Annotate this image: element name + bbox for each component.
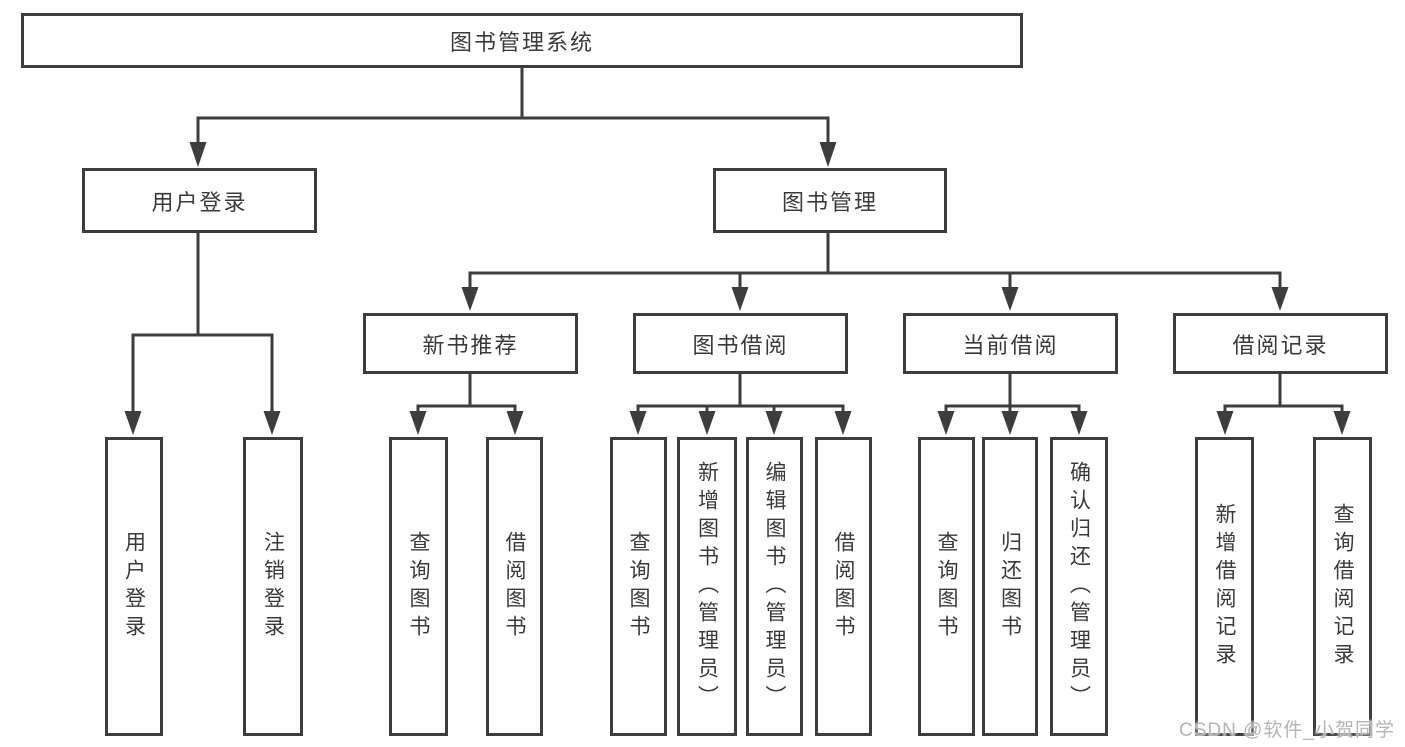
leaf-bb-add-books-admin: 新增图书（管理员） — [677, 437, 737, 736]
arrow-down-icon — [124, 411, 142, 435]
node-book-management-label: 图书管理 — [781, 189, 878, 215]
arrow-down-icon — [629, 411, 647, 435]
node-new-book-recommend-label: 新书推荐 — [422, 332, 519, 358]
node-current-borrowing-label: 当前借阅 — [962, 332, 1059, 358]
leaf-nbr-query-books-label: 查询图书 — [407, 530, 430, 643]
leaf-bb-borrow-books: 借阅图书 — [815, 437, 872, 736]
node-root: 图书管理系统 — [21, 13, 1023, 68]
leaf-nbr-borrow-books: 借阅图书 — [486, 437, 543, 736]
leaf-nbr-borrow-books-label: 借阅图书 — [503, 530, 526, 643]
leaf-cb-confirm-return-admin-label: 确认归还（管理员） — [1067, 460, 1091, 713]
arrow-down-icon — [1333, 411, 1351, 435]
leaf-logout: 注销登录 — [243, 437, 303, 736]
leaf-bb-add-books-admin-label: 新增图书（管理员） — [695, 460, 719, 713]
node-user-login: 用户登录 — [82, 168, 317, 233]
arrow-down-icon — [698, 411, 716, 435]
node-user-login-label: 用户登录 — [151, 189, 248, 215]
arrow-down-icon — [189, 142, 207, 167]
arrow-down-icon — [263, 411, 281, 435]
arrow-down-icon — [506, 411, 524, 435]
leaf-bb-borrow-books-label: 借阅图书 — [832, 530, 855, 643]
leaf-logout-label: 注销登录 — [261, 530, 285, 643]
arrow-down-icon — [819, 142, 837, 167]
node-book-management: 图书管理 — [713, 168, 947, 233]
leaf-cb-query-books: 查询图书 — [918, 437, 975, 736]
leaf-cb-confirm-return-admin: 确认归还（管理员） — [1050, 437, 1108, 736]
watermark: CSDN @软件_小贺同学 — [1179, 720, 1395, 741]
leaf-bb-edit-books-admin-label: 编辑图书（管理员） — [763, 460, 786, 713]
leaf-cb-return-books: 归还图书 — [982, 437, 1038, 736]
arrow-down-icon — [1001, 287, 1019, 311]
leaf-br-query-record: 查询借阅记录 — [1313, 437, 1372, 736]
node-borrowing-records-label: 借阅记录 — [1232, 332, 1329, 358]
arrow-down-icon — [1216, 411, 1234, 435]
arrow-down-icon — [731, 287, 749, 311]
leaf-nbr-query-books: 查询图书 — [389, 437, 448, 736]
node-new-book-recommend: 新书推荐 — [363, 313, 578, 374]
leaf-user-login-label: 用户登录 — [122, 530, 146, 643]
leaf-bb-query-books: 查询图书 — [610, 437, 667, 736]
arrow-down-icon — [1271, 287, 1289, 311]
node-current-borrowing: 当前借阅 — [903, 313, 1118, 374]
arrow-down-icon — [834, 411, 852, 435]
node-book-borrowing-label: 图书借阅 — [692, 332, 789, 358]
leaf-br-add-record: 新增借阅记录 — [1195, 437, 1254, 736]
node-book-borrowing: 图书借阅 — [633, 313, 848, 374]
leaf-bb-edit-books-admin: 编辑图书（管理员） — [746, 437, 803, 736]
arrow-down-icon — [937, 411, 955, 435]
leaf-cb-query-books-label: 查询图书 — [935, 530, 958, 643]
arrow-down-icon — [765, 411, 783, 435]
node-borrowing-records: 借阅记录 — [1173, 313, 1388, 374]
leaf-cb-return-books-label: 归还图书 — [998, 530, 1022, 643]
node-root-label: 图书管理系统 — [449, 29, 594, 55]
arrow-down-icon — [409, 411, 427, 435]
leaf-br-add-record-label: 新增借阅记录 — [1213, 502, 1236, 671]
leaf-br-query-record-label: 查询借阅记录 — [1331, 502, 1354, 671]
leaf-user-login: 用户登录 — [105, 437, 163, 736]
arrow-down-icon — [1001, 411, 1019, 435]
arrow-down-icon — [1070, 411, 1088, 435]
arrow-down-icon — [461, 287, 479, 311]
leaf-bb-query-books-label: 查询图书 — [627, 530, 650, 643]
